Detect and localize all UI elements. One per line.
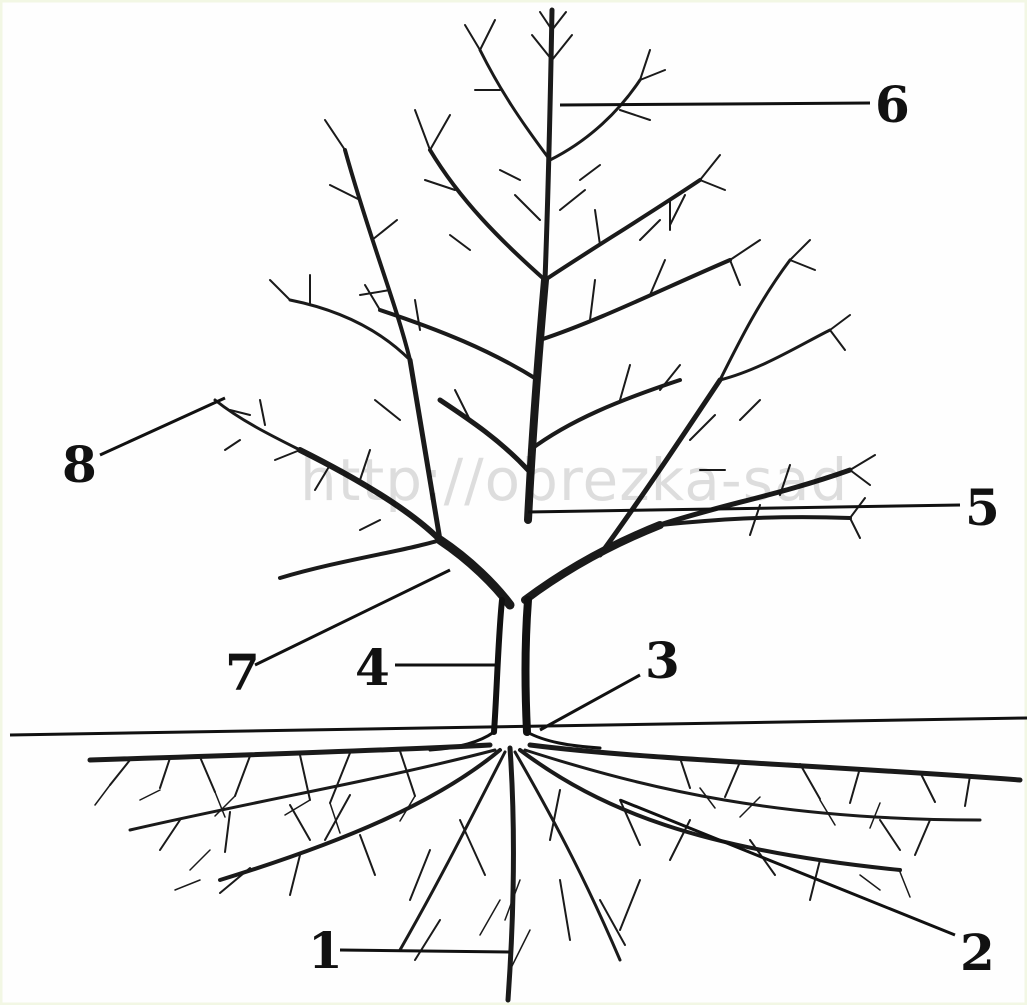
- root-system: [90, 745, 1020, 1000]
- callout-label-3: 3: [645, 631, 680, 690]
- leader-line-6: [560, 103, 870, 105]
- callout-label-4: 4: [355, 638, 390, 697]
- leader-line-2: [620, 800, 955, 935]
- leader-line-1: [340, 950, 510, 952]
- callout-label-8: 8: [62, 435, 97, 494]
- ground-line: [10, 718, 1027, 735]
- watermark-text: http://obrezka-sad: [300, 446, 848, 514]
- leader-line-3: [540, 675, 640, 730]
- leader-line-8: [100, 398, 225, 455]
- callout-label-2: 2: [960, 923, 995, 982]
- tree-crown: [215, 10, 875, 605]
- callout-label-6: 6: [875, 75, 910, 134]
- callout-label-5: 5: [965, 478, 1000, 537]
- callout-label-7: 7: [225, 643, 260, 702]
- leader-line-7: [255, 570, 450, 665]
- callout-label-1: 1: [308, 921, 343, 980]
